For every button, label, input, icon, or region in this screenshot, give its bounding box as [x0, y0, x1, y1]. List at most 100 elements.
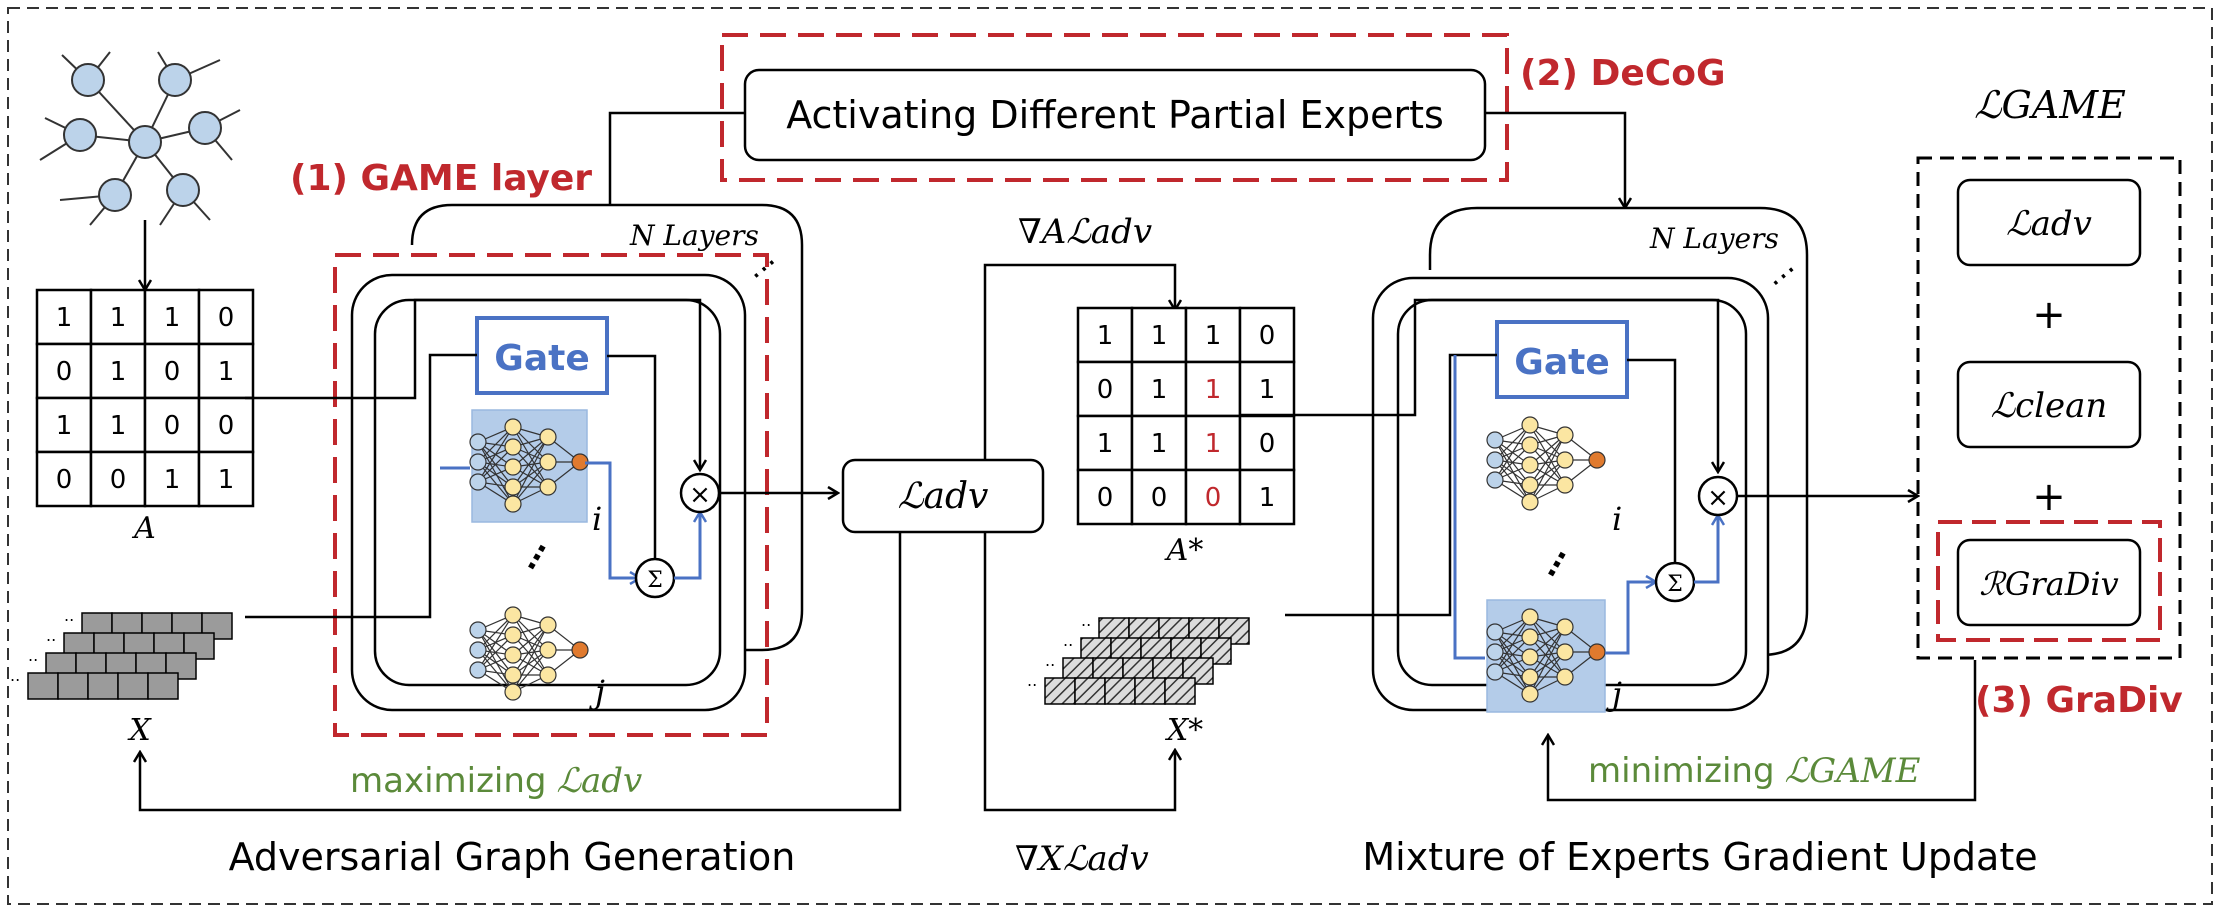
hidden-neuron: [1521, 668, 1539, 686]
matrix-cell-value: 1: [1205, 321, 1222, 351]
left-expert-to-sum-line: [585, 461, 640, 578]
minimizing-loss: ℒGAME: [1785, 751, 1921, 791]
right-expert-to-sum-line: [1605, 582, 1656, 655]
left-mult-symbol: ×: [689, 480, 711, 510]
net-edge: [1529, 444, 1566, 486]
input-neuron: [1486, 623, 1504, 641]
right-expert-i-label: i: [1612, 500, 1622, 538]
matrix-cell-value: 0: [1151, 483, 1168, 513]
hidden-neuron: [504, 606, 522, 624]
grad-x-arrow: [983, 532, 1175, 812]
feature-ellipsis: ..: [1045, 651, 1055, 670]
feature-tile: [27, 672, 59, 700]
left-sum-symbol: Σ: [647, 568, 663, 593]
input-neuron: [469, 621, 487, 639]
plus-2: +: [2032, 474, 2066, 520]
grad-x-label: ∇Xℒadv: [1015, 839, 1149, 879]
input-neuron: [469, 453, 487, 471]
matrix-cell: [1184, 414, 1242, 472]
matrix-cell: [1076, 414, 1134, 472]
left-expert-i-network: [469, 418, 589, 513]
feature-ellipsis: ..: [64, 606, 74, 625]
net-edge: [1494, 616, 1531, 673]
hidden-neuron: [1521, 436, 1539, 454]
graph-icon: [39, 51, 241, 226]
input-neuron: [469, 641, 487, 659]
hidden-neuron: [539, 453, 557, 471]
left-gate-label: Gate: [494, 338, 589, 379]
right-features-to-gate-line: [1285, 353, 1497, 617]
hidden-neuron: [1556, 668, 1574, 686]
feature-tile: [57, 672, 89, 700]
input-neuron: [469, 473, 487, 491]
feature-ellipsis: ..: [28, 646, 38, 665]
hidden-neuron: [539, 478, 557, 496]
matrix-cell-value: 0: [1259, 429, 1276, 459]
matrix-cell: [1238, 306, 1296, 364]
hidden-neuron: [1521, 628, 1539, 646]
matrix-cell-value: 1: [1205, 429, 1222, 459]
net-edge: [512, 624, 549, 676]
input-neuron: [1486, 663, 1504, 681]
matrix-cell-value: 1: [164, 465, 181, 495]
matrix-cell-value: 0: [218, 411, 235, 441]
maximizing-word: maximizing: [350, 761, 547, 801]
net-edge: [512, 426, 549, 488]
net-edge: [512, 649, 549, 693]
game-layer-annotation: (1) GAME layer: [290, 158, 592, 199]
game-layer-dashed-box: [333, 253, 769, 737]
hidden-neuron: [1521, 648, 1539, 666]
caption-left: Adversarial Graph Generation: [229, 835, 796, 879]
left-expert-i-label: i: [592, 500, 602, 538]
hidden-neuron: [539, 666, 557, 684]
matrix-cell: [1238, 360, 1296, 418]
loss-adv-box: [841, 458, 1045, 534]
right-expert-i-network: [1486, 416, 1606, 511]
net-edge: [477, 426, 514, 483]
hidden-neuron: [1521, 456, 1539, 474]
net-edge: [1494, 631, 1531, 695]
loss-game-title: ℒGAME: [1974, 83, 2126, 127]
loss-clean-term-box: [1956, 360, 2142, 449]
right-sum-to-mult-line: [1694, 515, 1718, 584]
hidden-neuron: [504, 626, 522, 644]
outer-border: [7, 7, 2213, 905]
net-edge: [1529, 636, 1566, 678]
matrix-cell-value: 1: [164, 303, 181, 333]
matrix-cell-value: 0: [164, 411, 181, 441]
matrix-a-star-label: A*: [1164, 533, 1204, 568]
matrix-cell-value: 0: [218, 303, 235, 333]
hidden-neuron: [504, 478, 522, 496]
right-sum-symbol: Σ: [1667, 572, 1683, 597]
matrix-cell-value: 1: [1259, 375, 1276, 405]
hidden-neuron: [1556, 476, 1574, 494]
plus-1: +: [2032, 292, 2066, 338]
input-neuron: [1486, 431, 1504, 449]
feature-tile: [117, 672, 149, 700]
activating-experts-label: Activating Different Partial Experts: [786, 93, 1444, 137]
net-edge: [1529, 626, 1566, 678]
matrix-cell: [1130, 468, 1188, 526]
matrix-cell: [197, 396, 255, 454]
net-edge: [1529, 459, 1566, 503]
input-neuron: [469, 433, 487, 451]
left-game-block: N Layers ⋯ Gate i ⋯ j Σ ×: [245, 203, 838, 737]
feature-tile: [1074, 677, 1106, 705]
feature-tile: [1200, 637, 1232, 665]
feature-ellipsis: ..: [1027, 671, 1037, 690]
hidden-neuron: [504, 683, 522, 701]
right-gate-label: Gate: [1514, 342, 1609, 383]
hidden-neuron: [504, 495, 522, 513]
matrix-cell-value: 1: [1151, 321, 1168, 351]
matrix-cell-value: 1: [1097, 429, 1114, 459]
matrix-cell-value: 1: [56, 411, 73, 441]
matrix-cell: [143, 288, 201, 346]
matrix-cell: [197, 450, 255, 508]
matrix-cell-value: 0: [1097, 375, 1114, 405]
net-edge: [1494, 439, 1531, 503]
maximize-feedback-arrow: [140, 532, 902, 812]
decog-annotation: (2) DeCoG: [1520, 53, 1726, 94]
